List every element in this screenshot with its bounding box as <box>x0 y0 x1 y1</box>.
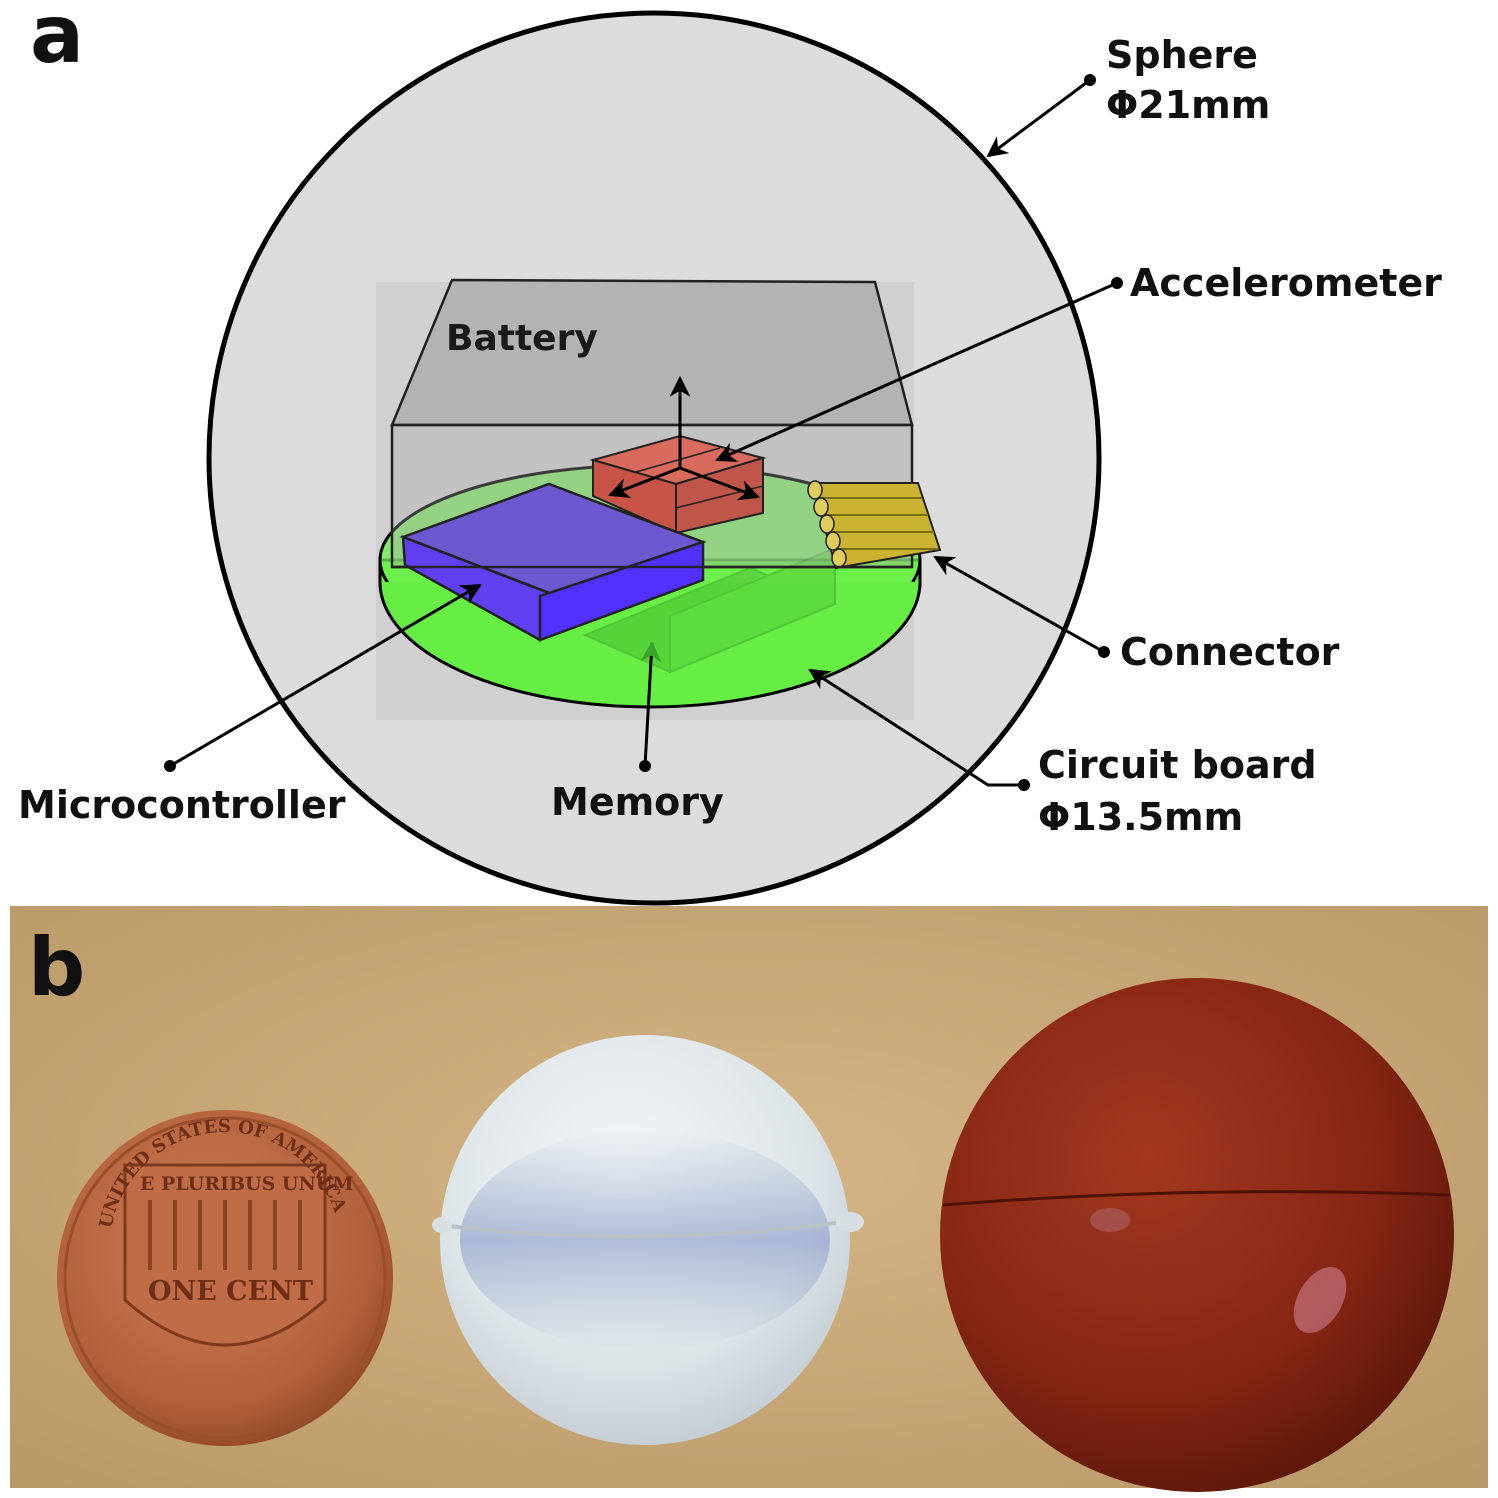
memory-label: Memory <box>551 780 724 824</box>
leader-lines <box>164 74 1123 791</box>
circuit-board-label: Circuit board <box>1038 743 1317 787</box>
penny: UNITED STATES OF AMERICA E PLURIBUS UNUM… <box>57 1110 393 1446</box>
sphere-diameter-label: Φ21mm <box>1106 83 1270 127</box>
panel-label-b: b <box>28 921 85 1014</box>
circuit-board-leader <box>808 668 1024 787</box>
photo-panel: UNITED STATES OF AMERICA E PLURIBUS UNUM… <box>10 906 1488 1492</box>
red-sphere <box>940 978 1454 1492</box>
battery-label: Battery <box>446 318 598 359</box>
connector-label: Connector <box>1120 630 1340 674</box>
penny-denomination: ONE CENT <box>148 1276 313 1307</box>
accelerometer-leader <box>715 281 1118 462</box>
panel-label-a: a <box>30 0 84 81</box>
accelerometer-axes <box>608 375 760 501</box>
white-sphere <box>432 1035 864 1445</box>
memory-leader <box>640 640 662 767</box>
microcontroller-leader <box>169 583 482 768</box>
microcontroller-label: Microcontroller <box>18 783 346 827</box>
circuit-board-diameter-label: Φ13.5mm <box>1038 795 1243 839</box>
penny-motto: E PLURIBUS UNUM <box>140 1173 353 1195</box>
accelerometer-label: Accelerometer <box>1130 261 1442 305</box>
connector-leader <box>933 555 1105 654</box>
sphere-label: Sphere <box>1106 33 1258 77</box>
sphere-leader <box>986 78 1091 158</box>
connector <box>807 480 942 570</box>
